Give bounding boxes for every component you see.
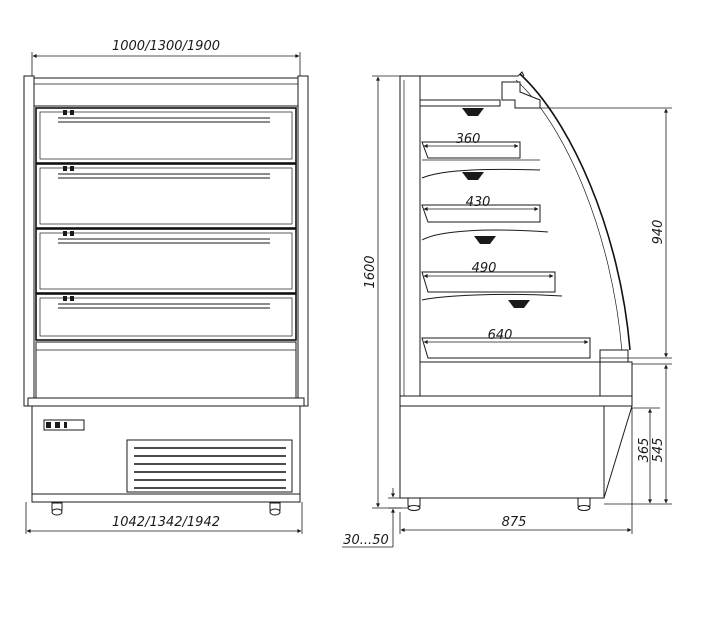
dim-depth: [399, 408, 633, 534]
dim-display-height: [540, 107, 672, 359]
label-shelf-4: 640: [488, 328, 513, 343]
label-depth: 875: [502, 515, 527, 530]
dim-foot-adjust: [342, 488, 408, 548]
curved-glass: [519, 73, 631, 351]
dim-base-heights: [604, 363, 672, 505]
label-display-height: 940: [651, 220, 666, 245]
dim-top-width: [31, 52, 301, 78]
side-base: [399, 405, 605, 499]
label-base-height-2: 545: [651, 438, 666, 463]
label-bottom-width: 1042/1342/1942: [112, 515, 220, 530]
label-shelf-1: 360: [456, 132, 481, 147]
shelf-lamps: [462, 108, 530, 308]
label-shelf-3: 490: [472, 261, 497, 276]
dim-bottom-width: [25, 502, 303, 534]
canopy: [31, 77, 301, 107]
side-shelves: [421, 141, 591, 359]
label-total-height: 1600: [363, 255, 378, 288]
side-view: [342, 71, 672, 548]
front-shelves: [35, 107, 297, 341]
label-foot-adjust: 30...50: [343, 533, 388, 548]
dim-total-height: [372, 75, 402, 509]
base-unit: [31, 405, 301, 516]
label-shelf-2: 430: [466, 195, 491, 210]
front-view: [23, 52, 309, 534]
dim-shelves: [423, 144, 589, 344]
vent-grille: [126, 439, 293, 493]
label-top-width: 1000/1300/1900: [112, 39, 220, 54]
label-base-height-1: 365: [637, 438, 652, 463]
